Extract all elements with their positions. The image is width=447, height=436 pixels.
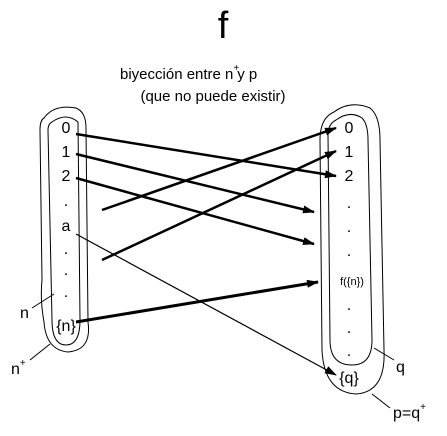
right-element-2: 2 <box>345 168 354 185</box>
left-inner-outline <box>47 116 81 346</box>
arrow-a-to-q <box>75 233 337 376</box>
q-label-pointer <box>373 347 395 361</box>
right-element-1: 1 <box>345 144 354 161</box>
left-outer-label: n+ <box>11 358 26 378</box>
right-element-f-of-n: f({n}) <box>340 276 364 288</box>
left-element-0: 0 <box>62 120 71 137</box>
subtitle-line-1: biyección entre n+y p <box>120 63 257 83</box>
subtitle-text-a: biyección entre n <box>120 66 233 83</box>
left-element-n-singleton: {n} <box>56 318 76 335</box>
arrow-n-to-f-of-n <box>75 279 319 324</box>
right-outer-outline <box>319 104 385 395</box>
right-elements: 0 1 2 . . . f({n}) . . . {q} <box>339 120 364 387</box>
right-element-dot-3: . <box>347 243 351 260</box>
right-element-dot-4: . <box>347 297 351 314</box>
left-element-1: 1 <box>62 144 71 161</box>
left-elements: 0 1 2 . a . . . {n} <box>56 120 76 335</box>
arrow-2-to-dot <box>75 176 315 246</box>
left-inner-label: n <box>20 305 29 322</box>
left-element-dot-2: . <box>64 241 68 258</box>
right-outer-label: p=q+ <box>393 402 426 422</box>
left-outer-label-sup: + <box>20 358 26 369</box>
right-outer-label-sup: + <box>420 402 426 413</box>
subtitle-line-2: (que no puede existir) <box>140 88 285 105</box>
right-element-0: 0 <box>345 120 354 137</box>
right-element-dot-2: . <box>347 219 351 236</box>
right-element-dot-1: . <box>347 195 351 212</box>
right-element-dot-5: . <box>347 320 351 337</box>
arrow-1-to-dot <box>75 152 315 214</box>
p-label-pointer <box>371 393 391 409</box>
left-element-dot-4: . <box>64 284 68 301</box>
mapping-arrows <box>75 126 337 376</box>
left-outer-label-base: n <box>11 361 20 378</box>
arrow-0-to-2 <box>75 132 337 179</box>
left-element-dot-3: . <box>64 262 68 279</box>
right-element-dot-6: . <box>347 343 351 360</box>
diagram-title: f <box>218 5 229 47</box>
left-outer-outline <box>39 106 90 353</box>
right-outer-label-base: p=q <box>393 405 420 422</box>
arrow-in-to-0 <box>101 126 337 212</box>
subtitle-text-b: y p <box>237 66 257 83</box>
arrow-in-to-1 <box>101 149 337 262</box>
right-inner-label: q <box>396 359 405 376</box>
left-element-a: a <box>62 218 71 235</box>
left-element-2: 2 <box>62 168 71 185</box>
subtitle-superscript: + <box>233 63 239 74</box>
n-label-pointer <box>31 293 55 309</box>
left-element-dot-1: . <box>64 193 68 210</box>
right-element-q-singleton: {q} <box>339 370 359 387</box>
n-plus-label-pointer <box>29 343 51 361</box>
